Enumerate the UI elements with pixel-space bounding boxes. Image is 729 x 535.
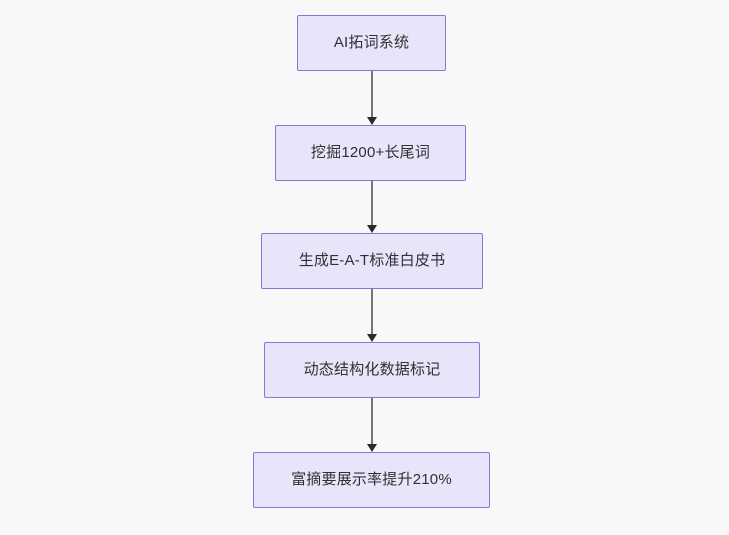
- flow-node-n2[interactable]: 挖掘1200+长尾词: [275, 125, 466, 181]
- flow-node-n4-label: 动态结构化数据标记: [303, 361, 441, 378]
- flow-node-n1-label: AI拓词系统: [333, 34, 410, 51]
- flow-edge-n2-n3-line: [371, 181, 373, 225]
- flow-edge-n1-n2: [367, 71, 377, 125]
- flow-edge-n3-n4-line: [371, 289, 373, 334]
- flow-edge-n2-n3: [367, 181, 377, 233]
- flow-edge-n4-n5: [367, 398, 377, 452]
- flow-edge-n1-n2-arrowhead: [367, 117, 377, 125]
- flow-edge-n4-n5-line: [371, 398, 373, 444]
- flow-node-n5[interactable]: 富摘要展示率提升210%: [253, 452, 490, 508]
- flow-node-n4[interactable]: 动态结构化数据标记: [264, 342, 480, 398]
- flow-edge-n2-n3-arrowhead: [367, 225, 377, 233]
- flow-edge-n3-n4: [367, 289, 377, 342]
- flow-edge-n1-n2-line: [371, 71, 373, 117]
- flow-node-n3-label: 生成E-A-T标准白皮书: [298, 252, 446, 269]
- flow-node-n2-label: 挖掘1200+长尾词: [310, 144, 431, 161]
- flow-node-n1[interactable]: AI拓词系统: [297, 15, 446, 71]
- flow-node-n5-label: 富摘要展示率提升210%: [291, 471, 452, 488]
- flow-edge-n3-n4-arrowhead: [367, 334, 377, 342]
- flow-node-n3[interactable]: 生成E-A-T标准白皮书: [261, 233, 483, 289]
- flow-edge-n4-n5-arrowhead: [367, 444, 377, 452]
